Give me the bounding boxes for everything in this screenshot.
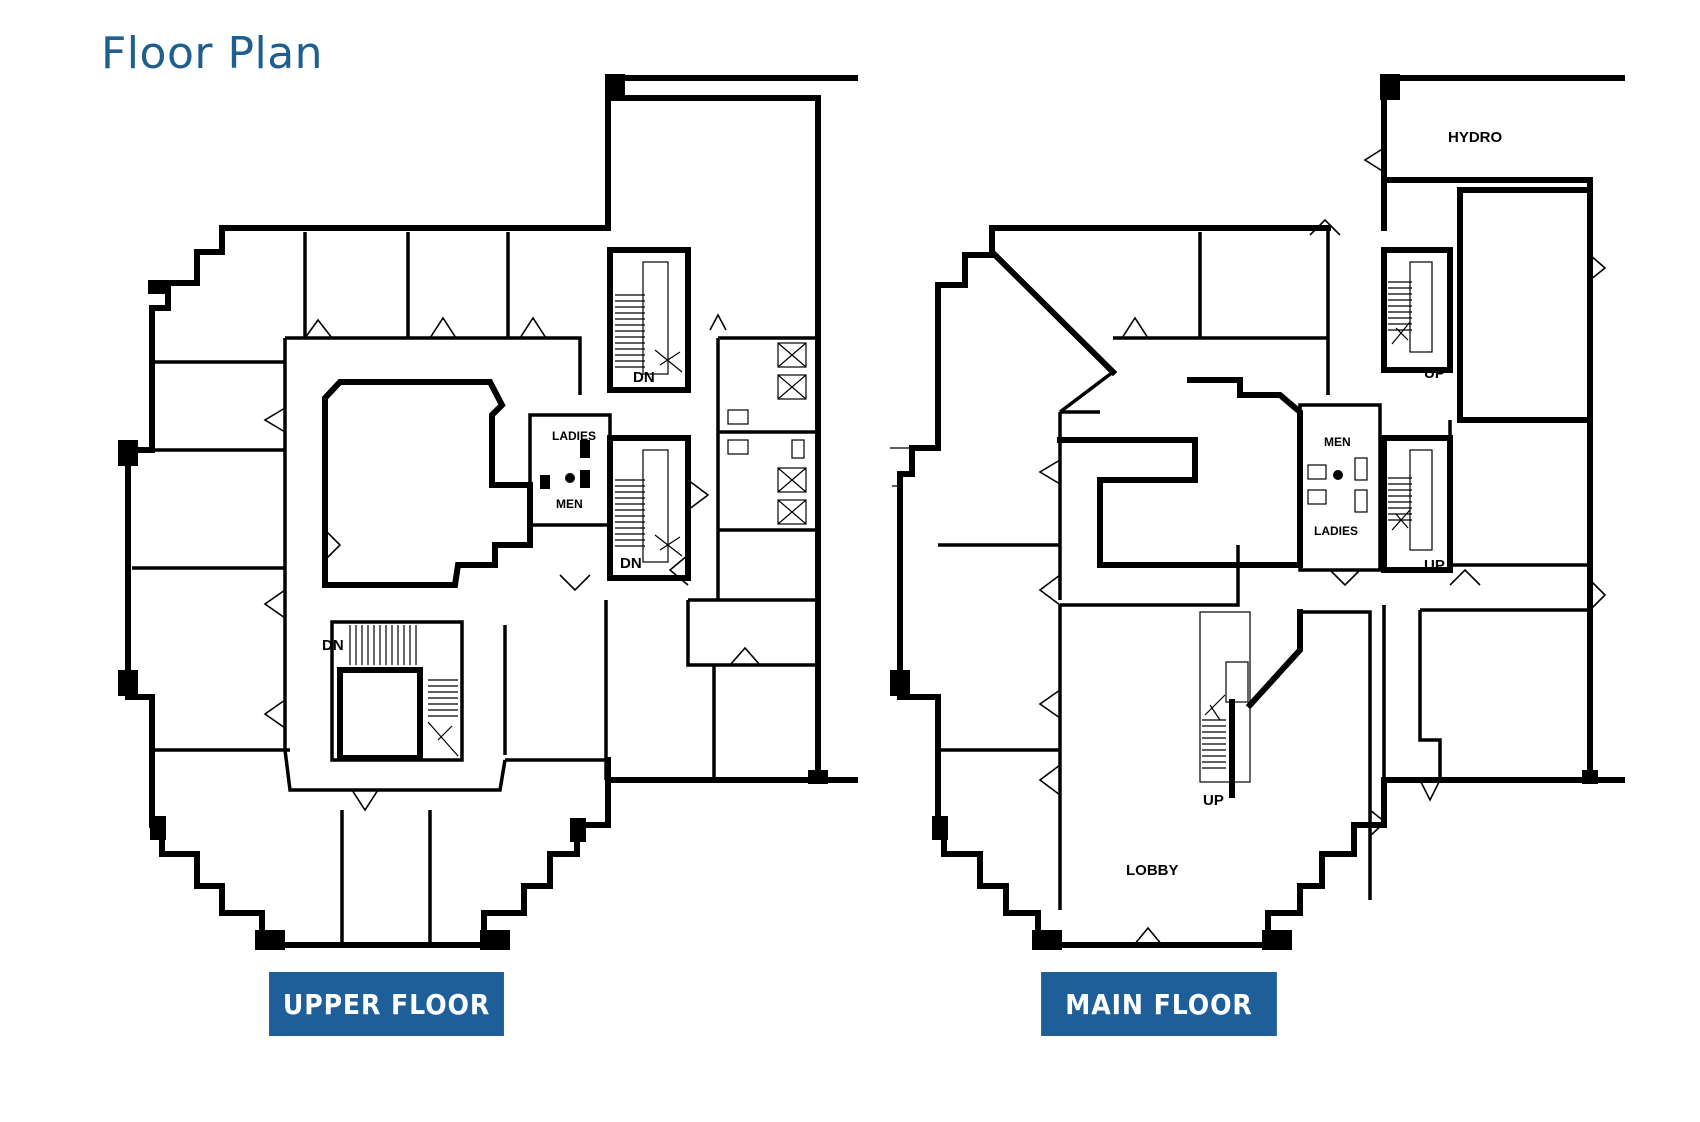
main-column (1582, 770, 1598, 784)
upper-core-wall (322, 379, 533, 588)
main-south-stair-treads (1388, 449, 1433, 551)
upper-men-label: MEN (556, 497, 583, 511)
main-lobby-wall (1229, 609, 1303, 798)
main-toilet (1307, 464, 1327, 480)
main-annex-wall (1457, 187, 1593, 423)
main-toilet (1354, 489, 1368, 513)
upper-column (150, 816, 166, 840)
main-annex-wall (1381, 75, 1625, 231)
upper-corridor-wall (283, 338, 507, 792)
upper-column (255, 930, 285, 950)
upper-north-stair (607, 247, 691, 393)
upper-toilet (540, 475, 550, 489)
main-corridor-wall (1058, 370, 1115, 414)
main-lobby-label: LOBBY (1126, 862, 1179, 879)
upper-column (808, 770, 828, 784)
upper-annex-partition (686, 600, 818, 667)
upper-dn-label-main: DN (322, 637, 344, 654)
upper-dn-label-south: DN (620, 555, 642, 572)
upper-column (605, 74, 625, 100)
main-core-wall (1057, 377, 1303, 568)
upper-column (570, 818, 586, 842)
upper-floor-badge: UPPER FLOOR (269, 972, 504, 1036)
main-floor-plan: HYDRO MEN LADIES UP UP UP LOBBY (890, 74, 1625, 950)
upper-dn-label-north: DN (633, 369, 655, 386)
upper-door-swings (263, 313, 761, 812)
main-lobby-stair (1199, 611, 1251, 783)
upper-main-stair-treads (349, 625, 459, 757)
upper-north-stair-treads (615, 261, 683, 375)
main-lobby-wall (1300, 610, 1372, 900)
main-door-swings (1038, 147, 1607, 946)
main-entry-step (890, 447, 913, 487)
page-title: Floor Plan (101, 28, 324, 79)
upper-elevator (337, 667, 423, 761)
upper-sink (565, 473, 575, 483)
upper-ladies-label: LADIES (552, 429, 596, 443)
main-sink (1333, 470, 1343, 480)
main-column (1032, 930, 1062, 950)
main-up-label-south: UP (1424, 557, 1445, 574)
main-floor-badge: MAIN FLOOR (1041, 972, 1277, 1036)
upper-annex-fixtures (727, 342, 807, 525)
upper-column (480, 930, 510, 950)
main-north-stair (1381, 247, 1453, 373)
main-column (1262, 930, 1292, 950)
main-outer-wall (897, 225, 1387, 948)
upper-toilet (580, 440, 590, 458)
main-hydro-label: HYDRO (1448, 129, 1503, 146)
main-ladies-label: LADIES (1314, 524, 1358, 538)
main-up-label-north: UP (1424, 365, 1445, 382)
main-partition (1060, 545, 1240, 607)
main-up-label-lobby: UP (1203, 792, 1224, 809)
upper-annex-wall (607, 95, 821, 783)
upper-south-stair-treads (615, 449, 683, 563)
upper-floor-plan: LADIES MEN DN DN DN (118, 74, 858, 950)
upper-south-stair (607, 435, 691, 581)
upper-corridor-wall (285, 336, 582, 395)
main-north-stair-treads (1388, 261, 1433, 353)
main-diagonal-wall (990, 250, 1118, 377)
upper-column (118, 440, 138, 466)
upper-toilet (580, 470, 590, 488)
main-column (932, 816, 948, 840)
main-restrooms (1298, 403, 1382, 572)
main-toilet (1354, 457, 1368, 481)
main-lobby-stair-treads (1202, 661, 1249, 769)
main-column (1380, 74, 1400, 100)
main-column (890, 670, 910, 696)
main-toilet (1307, 489, 1327, 505)
main-men-label: MEN (1324, 435, 1351, 449)
upper-column (118, 670, 138, 696)
main-corridor-wall (1058, 410, 1100, 600)
main-annex-partition (1448, 420, 1590, 567)
main-annex-partition (1418, 610, 1442, 780)
upper-column (148, 280, 168, 294)
